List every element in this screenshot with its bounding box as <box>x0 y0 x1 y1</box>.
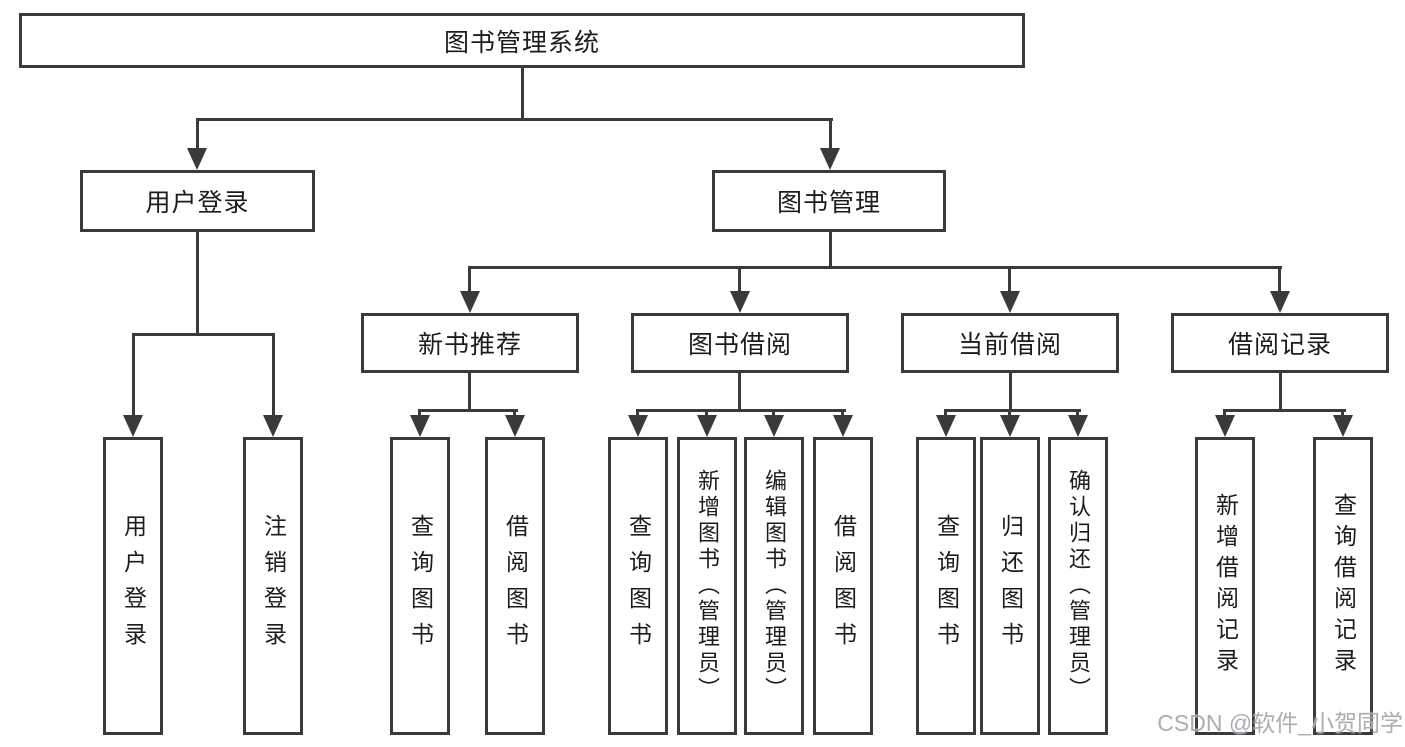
node-borrowing-records-label: 借阅记录 <box>1227 331 1332 359</box>
node-book-management: 图书管理 <box>712 170 946 232</box>
leaf-borrow-books-1-label: 借阅图书 <box>502 514 529 658</box>
leaf-query-books-1-label: 查询图书 <box>407 514 434 658</box>
leaf-return-books: 归还图书 <box>980 437 1040 735</box>
connector-line <box>468 373 471 411</box>
leaf-query-books-3: 查询图书 <box>916 437 976 735</box>
arrow-head-icon <box>410 415 430 437</box>
connector-line <box>132 333 135 419</box>
connector-line <box>829 232 832 268</box>
leaf-confirm-return-admin: 确认归还（管理员） <box>1048 437 1108 735</box>
connector-line <box>521 68 524 120</box>
arrow-head-icon <box>1068 415 1088 437</box>
leaf-add-books-admin: 新增图书（管理员） <box>677 437 737 735</box>
leaf-query-books-2: 查询图书 <box>608 437 668 735</box>
node-book-borrowing: 图书借阅 <box>631 313 849 373</box>
watermark: CSDN @软件_小贺同学 <box>1157 710 1403 736</box>
leaf-query-borrow-record-label: 查询借阅记录 <box>1330 493 1357 679</box>
connector-line <box>944 409 1081 412</box>
connector-line <box>1278 266 1281 294</box>
connector-line <box>738 266 741 294</box>
node-library-system: 图书管理系统 <box>19 13 1025 68</box>
node-current-borrowing-label: 当前借阅 <box>957 331 1062 359</box>
node-user-login-label: 用户登录 <box>145 189 250 217</box>
arrow-head-icon <box>1215 415 1235 437</box>
arrow-head-icon <box>263 415 283 437</box>
leaf-query-borrow-record: 查询借阅记录 <box>1313 437 1373 735</box>
leaf-add-borrow-record-label: 新增借阅记录 <box>1212 493 1239 679</box>
arrow-head-icon <box>123 415 143 437</box>
node-current-borrowing: 当前借阅 <box>901 313 1119 373</box>
leaf-return-books-label: 归还图书 <box>997 514 1024 658</box>
arrow-head-icon <box>936 415 956 437</box>
node-new-book-recommend-label: 新书推荐 <box>417 331 522 359</box>
connector-line <box>829 118 832 152</box>
arrow-head-icon <box>833 415 853 437</box>
leaf-borrow-books-1: 借阅图书 <box>485 437 545 735</box>
leaf-borrow-books-2: 借阅图书 <box>813 437 873 735</box>
connector-line <box>1008 266 1011 294</box>
connector-line <box>468 266 1282 269</box>
connector-line <box>196 118 833 121</box>
leaf-edit-books-admin: 编辑图书（管理员） <box>744 437 804 735</box>
leaf-logout: 注销登录 <box>243 437 303 735</box>
arrow-head-icon <box>730 291 750 313</box>
arrow-head-icon <box>460 291 480 313</box>
arrow-head-icon <box>764 415 784 437</box>
arrow-head-icon <box>187 148 207 170</box>
arrow-head-icon <box>1000 291 1020 313</box>
connector-line <box>1009 373 1012 411</box>
connector-line <box>1279 373 1282 411</box>
leaf-add-borrow-record: 新增借阅记录 <box>1195 437 1255 735</box>
node-borrowing-records: 借阅记录 <box>1171 313 1389 373</box>
connector-line <box>196 118 199 152</box>
node-book-borrowing-label: 图书借阅 <box>687 331 792 359</box>
arrow-head-icon <box>628 415 648 437</box>
connector-line <box>738 373 741 411</box>
leaf-query-books-2-label: 查询图书 <box>625 514 652 658</box>
arrow-head-icon <box>505 415 525 437</box>
arrow-head-icon <box>1270 291 1290 313</box>
arrow-head-icon <box>1333 415 1353 437</box>
arrow-head-icon <box>697 415 717 437</box>
leaf-user-login: 用户登录 <box>103 437 163 735</box>
connector-line <box>468 266 471 294</box>
leaf-query-books-1: 查询图书 <box>390 437 450 735</box>
leaf-borrow-books-2-label: 借阅图书 <box>830 514 857 658</box>
leaf-logout-label: 注销登录 <box>260 514 287 658</box>
connector-line <box>272 333 275 419</box>
arrow-head-icon <box>1000 415 1020 437</box>
leaf-edit-books-admin-label: 编辑图书（管理员） <box>762 469 787 703</box>
leaf-add-books-admin-label: 新增图书（管理员） <box>695 469 720 703</box>
node-library-system-label: 图书管理系统 <box>443 28 600 57</box>
node-book-management-label: 图书管理 <box>776 189 881 217</box>
connector-line <box>1223 409 1346 412</box>
connector-line <box>636 409 846 412</box>
leaf-confirm-return-admin-label: 确认归还（管理员） <box>1066 469 1091 703</box>
node-new-book-recommend: 新书推荐 <box>361 313 579 373</box>
connector-line <box>132 333 275 336</box>
connector-line <box>418 409 518 412</box>
connector-line <box>196 232 199 336</box>
leaf-user-login-label: 用户登录 <box>120 514 147 658</box>
node-user-login: 用户登录 <box>80 170 315 232</box>
arrow-head-icon <box>820 148 840 170</box>
leaf-query-books-3-label: 查询图书 <box>933 514 960 658</box>
